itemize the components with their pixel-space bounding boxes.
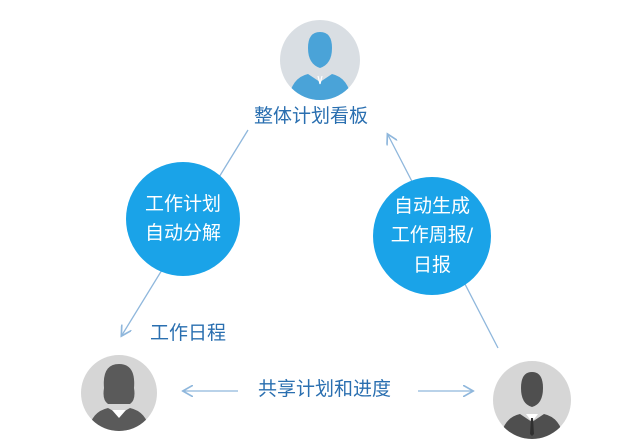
right-bubble-line-3: 日报	[412, 253, 451, 276]
left-bubble-line-1: 工作计划	[144, 192, 221, 215]
left-process-bubble: 工作计划 自动分解	[126, 162, 240, 276]
male-employee-avatar-icon	[493, 361, 571, 439]
left-edge-label: 工作日程	[150, 322, 227, 344]
right-bubble-line-2: 工作周报/	[390, 224, 474, 247]
right-bubble-line-1: 自动生成	[393, 194, 470, 217]
manager-avatar-icon	[280, 20, 360, 100]
left-bubble-line-2: 自动分解	[144, 222, 221, 244]
top-node-label: 整体计划看板	[254, 105, 369, 127]
bottom-edge-label: 共享计划和进度	[258, 378, 392, 400]
female-employee-avatar-icon	[81, 355, 157, 431]
right-process-bubble: 自动生成 工作周报/ 日报	[373, 177, 491, 295]
